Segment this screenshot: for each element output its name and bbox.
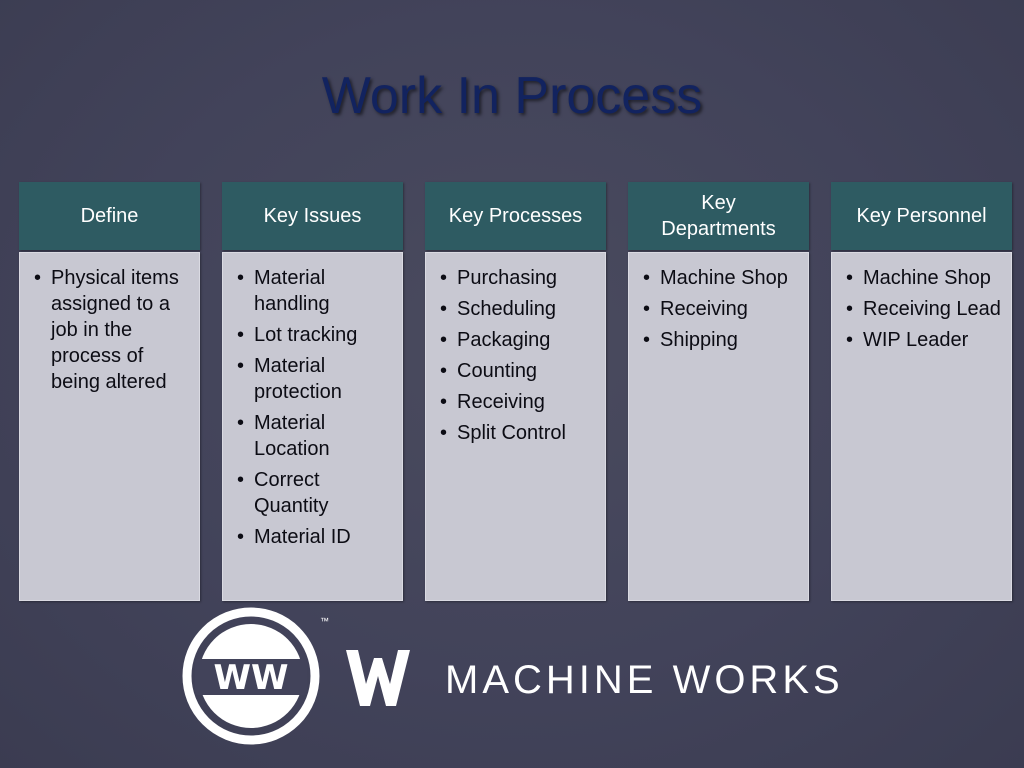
list-item: •Purchasing xyxy=(440,267,558,289)
column-body: •Machine Shop •Receiving •Shipping xyxy=(628,252,809,601)
column-header-label: Key Processes xyxy=(448,205,583,227)
list-item: •Scheduling xyxy=(440,298,556,320)
wordmark: MACHINE WORKS xyxy=(445,658,844,702)
column-header: Key Processes xyxy=(425,182,606,250)
column-key-processes: Key Processes •Purchasing •Scheduling •P… xyxy=(425,182,606,602)
list-item: •Receiving Lead xyxy=(846,298,1001,320)
list-item: •Machine Shop xyxy=(643,267,788,289)
column-header-label: Key Issues xyxy=(263,205,362,227)
bullet-list: •Machine Shop •Receiving •Shipping xyxy=(629,253,808,353)
list-item: •Lot tracking xyxy=(237,324,358,346)
slide-title: Work In Process xyxy=(321,67,703,125)
list-item: •Material handling xyxy=(237,267,330,315)
list-item: •Packaging xyxy=(440,329,551,351)
list-item: •Material ID xyxy=(237,526,351,548)
column-body: •Material handling •Lot tracking •Materi… xyxy=(222,252,403,601)
column-header: Define xyxy=(19,182,200,250)
column-body: •Physical items assigned to a job in the… xyxy=(19,252,200,601)
trademark-symbol: ™ xyxy=(320,616,329,626)
list-item: •WIP Leader xyxy=(846,329,969,351)
column-body: •Machine Shop •Receiving Lead •WIP Leade… xyxy=(831,252,1012,601)
list-item: •Machine Shop xyxy=(846,267,991,289)
list-item: •Shipping xyxy=(643,329,738,351)
bullet-list: •Machine Shop •Receiving Lead •WIP Leade… xyxy=(832,253,1011,353)
column-header: Key Personnel xyxy=(831,182,1012,250)
list-item: •Material protection xyxy=(237,355,342,403)
list-item: •Physical items assigned to a job in the… xyxy=(34,267,179,393)
bullet-list: •Purchasing •Scheduling •Packaging •Coun… xyxy=(426,253,605,446)
list-item: •Counting xyxy=(440,360,538,382)
column-header-label: Define xyxy=(80,205,139,227)
ww-badge-icon: WW xyxy=(182,607,320,745)
column-body: •Purchasing •Scheduling •Packaging •Coun… xyxy=(425,252,606,601)
columns-container: Define •Physical items assigned to a job… xyxy=(19,182,1013,602)
list-item: •Split Control xyxy=(440,422,566,444)
column-header: Key Departments xyxy=(628,182,809,250)
column-define: Define •Physical items assigned to a job… xyxy=(19,182,200,602)
bullet-list: •Physical items assigned to a job in the… xyxy=(20,253,199,395)
column-header-label: Key Personnel xyxy=(856,205,987,227)
column-key-issues: Key Issues •Material handling •Lot track… xyxy=(222,182,403,602)
badge-text: WW xyxy=(213,658,288,698)
company-logo: WW ™ MACHINE WORKS xyxy=(181,606,881,748)
bullet-list: •Material handling •Lot tracking •Materi… xyxy=(223,253,402,550)
list-item: •Receiving xyxy=(643,298,748,320)
column-header-label: Key Departments xyxy=(661,192,776,240)
column-key-departments: Key Departments •Machine Shop •Receiving… xyxy=(628,182,809,602)
list-item: •Correct Quantity xyxy=(237,469,329,517)
list-item: •Receiving xyxy=(440,391,545,413)
column-key-personnel: Key Personnel •Machine Shop •Receiving L… xyxy=(831,182,1012,602)
w-mark-icon xyxy=(346,650,410,706)
column-header: Key Issues xyxy=(222,182,403,250)
list-item: •Material Location xyxy=(237,412,330,460)
